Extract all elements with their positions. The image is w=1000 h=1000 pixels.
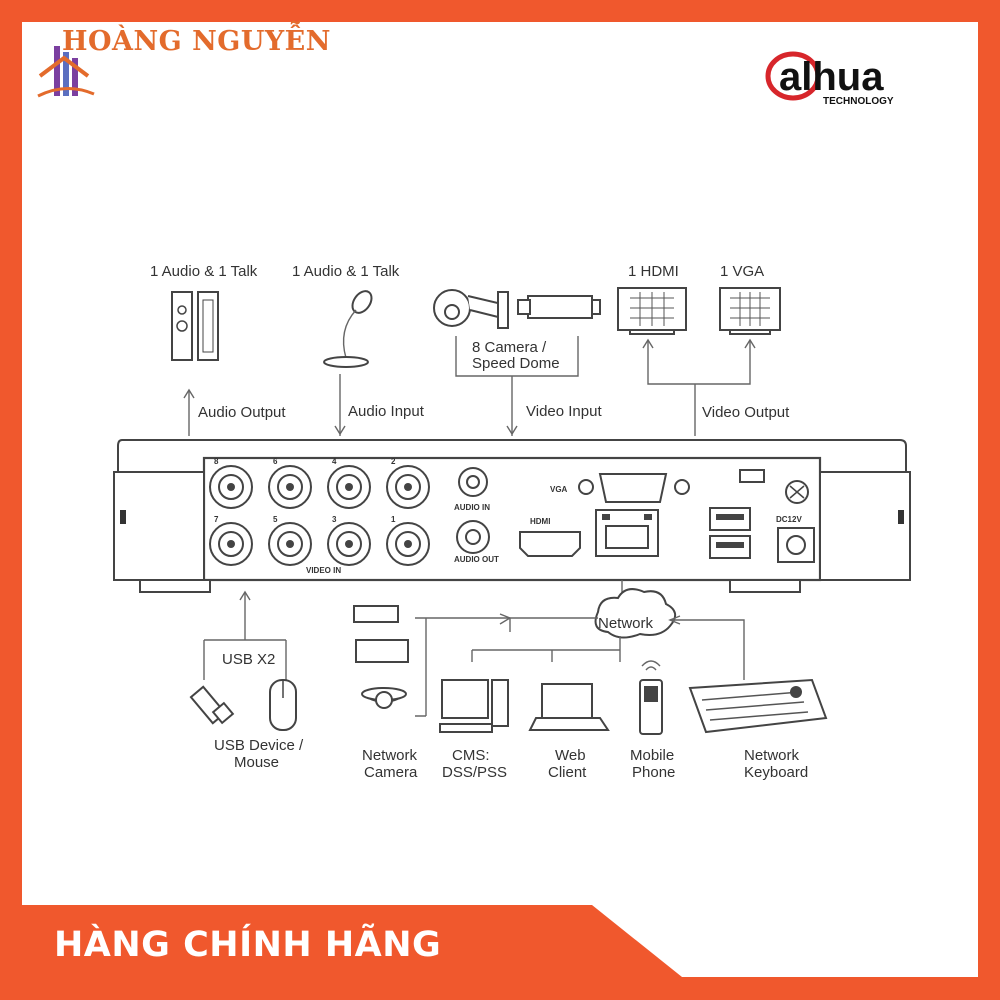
usb-ports [709,469,765,559]
bnc-port [386,465,430,509]
bnc-number-label: 8 [214,457,219,466]
keyboard-label-line2: Keyboard [744,764,808,781]
network-camera-label-line1: Network [362,747,418,764]
usb-x2-label: USB X2 [222,651,275,668]
bnc-port [386,522,430,566]
vga-title: 1 VGA [720,263,764,280]
laptop-icon [528,683,610,731]
usb-arrow [239,590,251,601]
keyboard-label-line1: Network [744,747,800,764]
bnc-number-label: 1 [391,515,396,524]
cms-label-line1: CMS: [452,747,490,764]
speaker-icon [171,291,219,361]
usb-drive-icon [189,685,235,725]
camera-title-line1: 8 Camera / [472,339,547,356]
video-in-label: VIDEO IN [306,566,341,575]
dahua-technology-label: TECHNOLOGY [823,96,894,107]
vga-monitor-icon [719,287,781,335]
dahua-logo: alhua TECHNOLOGY [765,51,894,107]
video-output-label: Video Output [702,404,790,421]
camera-bracket-bottom [415,617,427,717]
bnc-number-label: 6 [273,457,278,466]
hoang-nguyen-logo [37,46,95,98]
hdmi-monitor-icon [617,287,687,335]
bnc-number-label: 5 [273,515,278,524]
genuine-goods-banner [22,905,682,977]
network-camera-label-line2: Camera [364,764,418,781]
bnc-video-in-ports [209,465,430,566]
web-label-line2: Client [548,764,587,781]
web-label-line1: Web [555,747,586,764]
audio-out-label: AUDIO OUT [454,555,499,564]
video-input-label: Video Input [526,403,602,420]
hdmi-label: HDMI [530,517,550,526]
network-left-line [509,617,598,632]
ethernet-port [595,509,659,557]
usb-device-label-line2: Mouse [234,754,279,771]
dvr-connection-diagram: 1 Audio & 1 Talk 1 Audio & 1 Talk 1 HDMI… [113,263,911,781]
screw-icon [674,479,690,495]
mobile-label-line1: Mobile [630,747,674,764]
network-right-line [670,619,745,680]
network-cloud-icon [594,588,677,639]
bnc-number-label: 2 [391,457,396,466]
bnc-port [209,522,253,566]
usb-bracket [203,639,287,680]
video-output-arrows [642,338,756,349]
network-keyboard-icon [688,678,828,734]
audio-in-title: 1 Audio & 1 Talk [292,263,400,280]
audio-input-arrow [334,425,346,436]
video-output-bracket [647,340,751,385]
bnc-port [268,522,312,566]
hdmi-port [519,531,581,557]
bnc-port [327,465,371,509]
hoang-nguyen-brand-name: HOÀNG NGUYỄN [62,26,331,57]
network-label: Network [598,615,654,632]
speed-dome-camera-icon [433,289,509,329]
camera-title-line2: Speed Dome [472,355,560,372]
audio-in-port [458,467,488,497]
network-left-arrow [499,613,512,625]
vga-label: VGA [550,485,568,494]
mobile-phone-icon [639,660,663,735]
audio-out-title: 1 Audio & 1 Talk [150,263,258,280]
hdmi-title: 1 HDMI [628,263,679,280]
genuine-goods-text: HÀNG CHÍNH HÃNG [54,925,442,965]
microphone-icon [323,290,373,368]
cms-pc-icon [439,679,509,733]
cms-label-line2: DSS/PSS [442,764,507,781]
client-distribution-line [471,636,621,662]
camera-bracket [455,336,579,377]
vga-port [598,473,668,503]
video-input-arrow [506,425,518,436]
dahua-swoosh-icon [765,51,821,101]
mobile-label-line2: Phone [632,764,675,781]
audio-in-label: AUDIO IN [454,503,490,512]
bnc-port [268,465,312,509]
audio-out-port [456,520,490,554]
mouse-icon [269,679,297,731]
bnc-number-label: 7 [214,515,219,524]
bnc-port [327,522,371,566]
house-building-icon [37,46,95,98]
dc-label: DC12V [776,515,802,524]
audio-output-label: Audio Output [198,404,286,421]
usb-device-label-line1: USB Device / [214,737,304,754]
audio-output-arrow [183,388,195,399]
audio-input-label: Audio Input [348,403,425,420]
network-right-arrow [668,615,681,625]
screw-icon [578,479,594,495]
bnc-number-label: 4 [332,457,337,466]
network-camera-icons [353,605,409,709]
bnc-port [209,465,253,509]
box-camera-icon [517,295,601,319]
power-jack [777,480,815,563]
dahua-wordmark: alhua [779,55,884,99]
bnc-number-label: 3 [332,515,337,524]
